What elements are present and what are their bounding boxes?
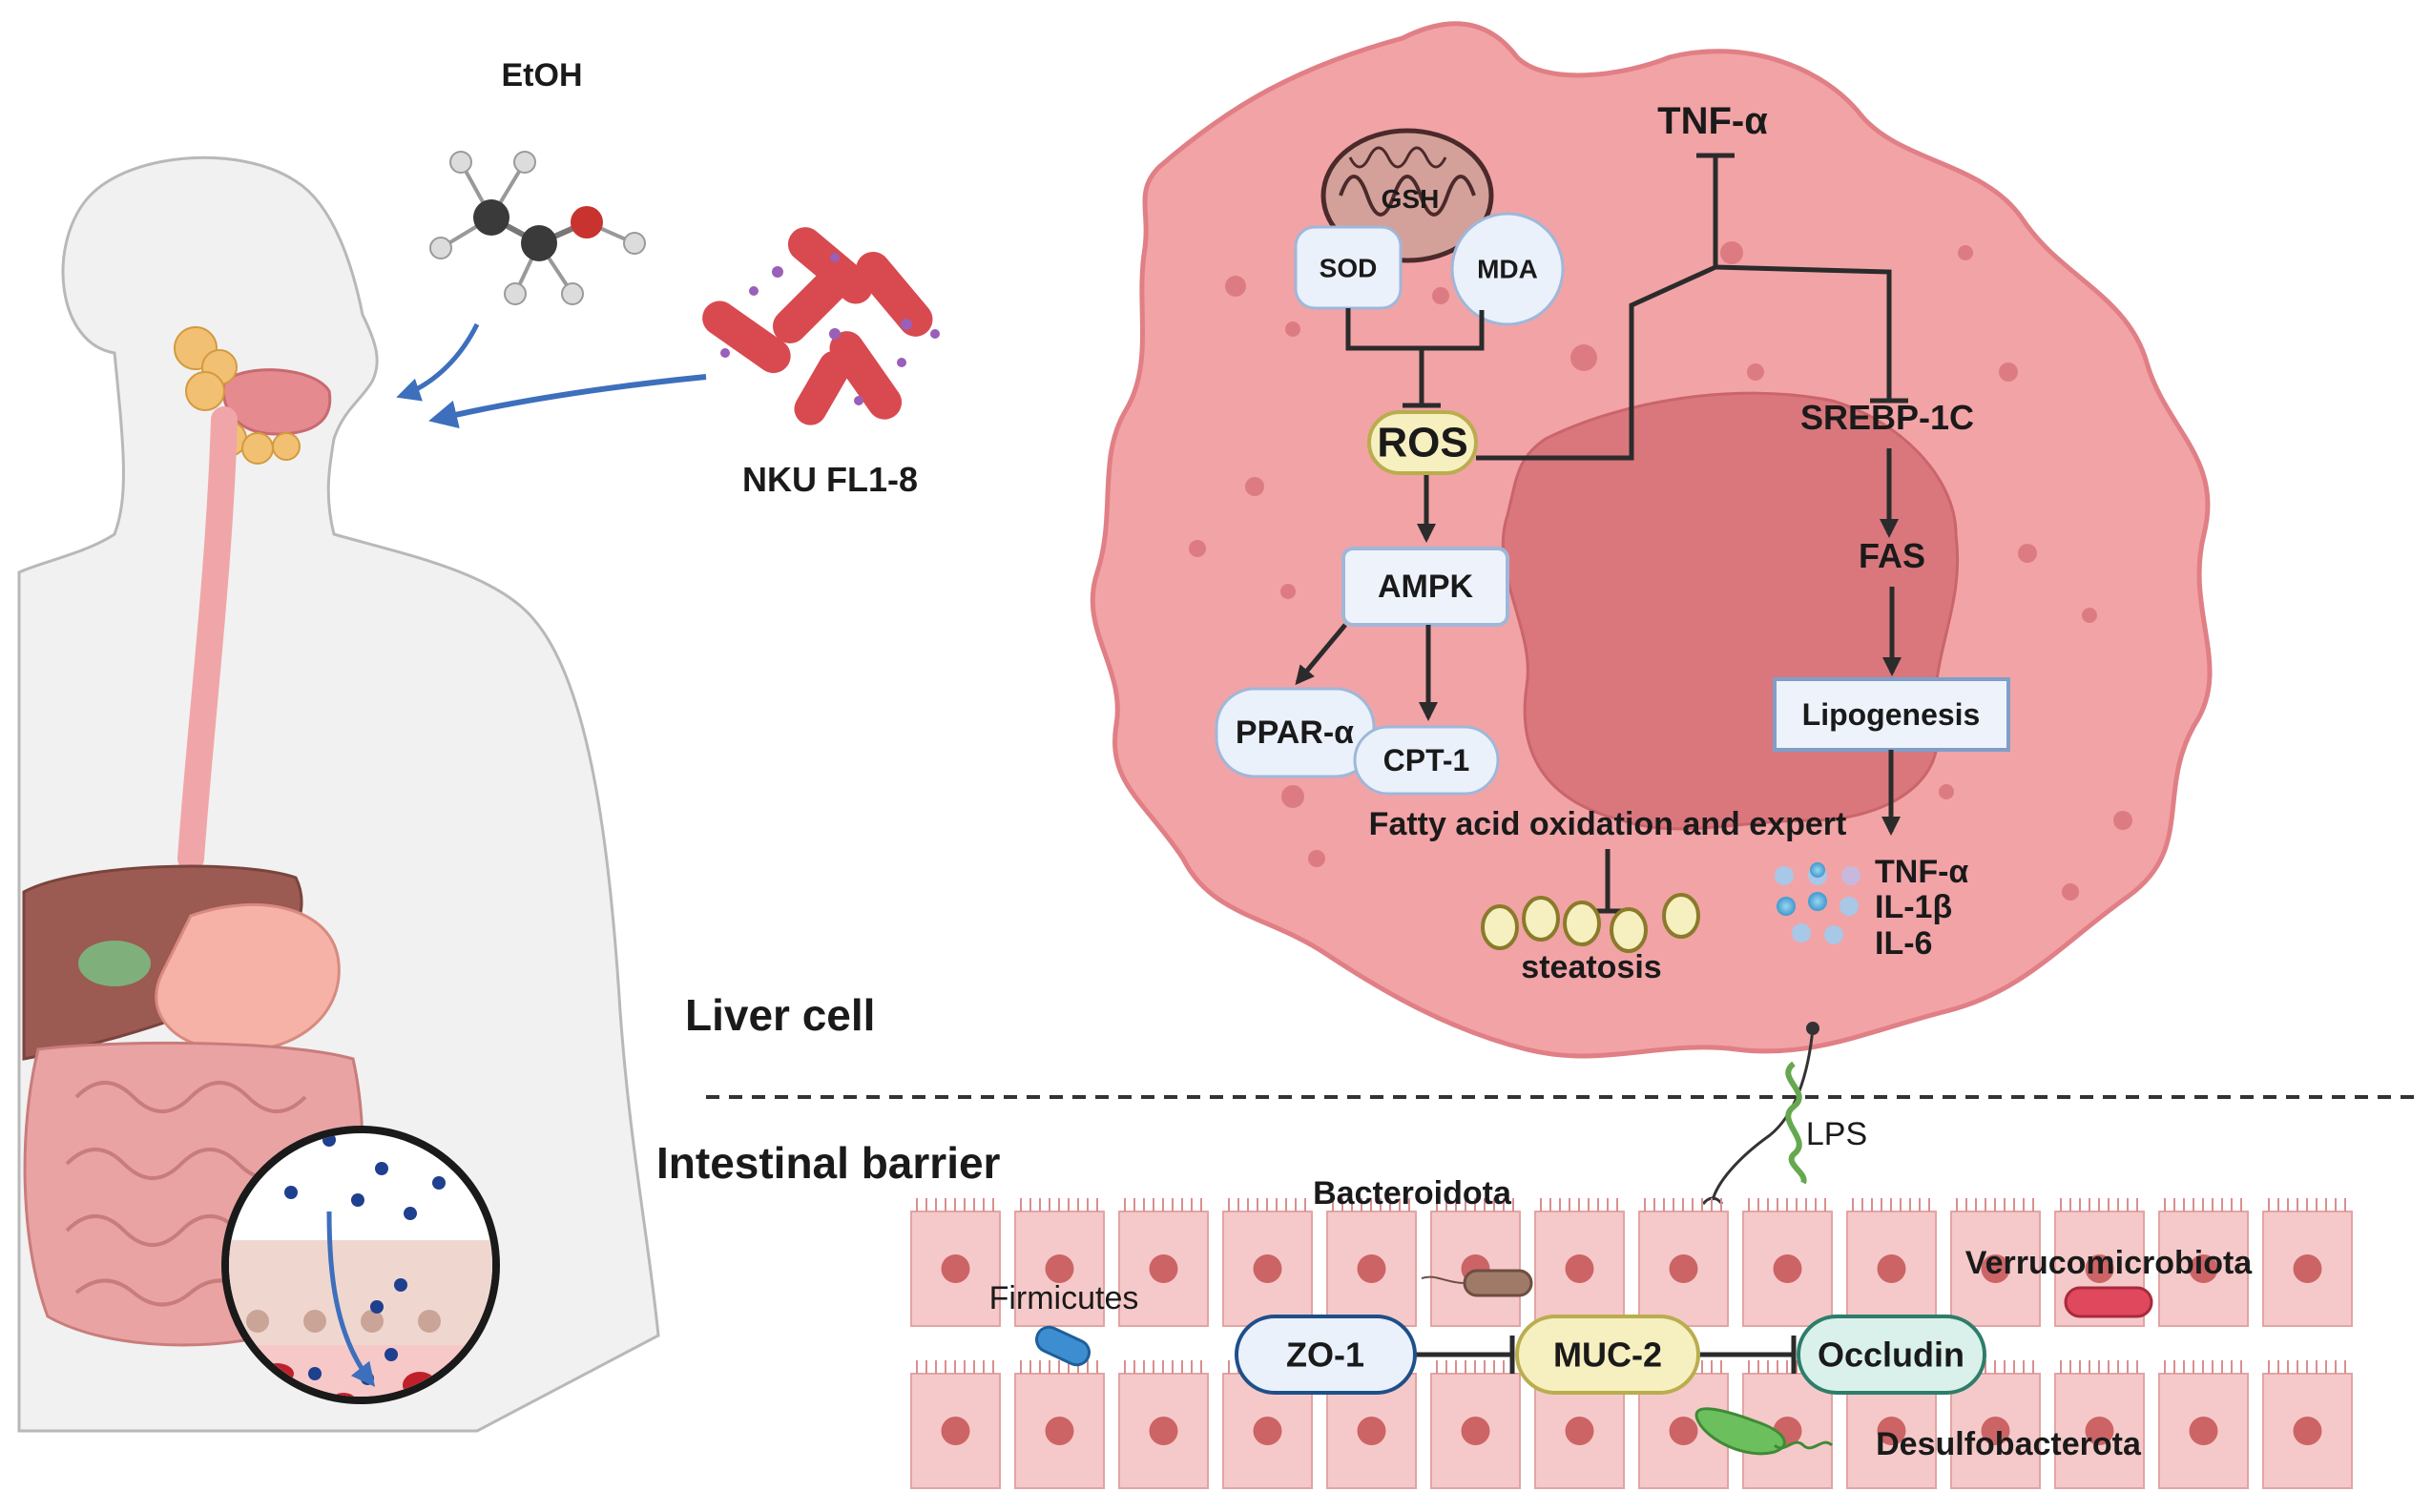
enterocyte-cell	[1326, 1198, 1417, 1327]
enterocyte-cell	[1014, 1360, 1105, 1489]
verrucomicrobiota-label: Verrucomicrobiota	[1965, 1245, 2254, 1281]
enterocyte-cell	[1014, 1198, 1105, 1327]
muc-2-pill	[1515, 1315, 1700, 1395]
mda-label: MDA	[1477, 255, 1538, 284]
tight-junction-chain	[1415, 1336, 1797, 1374]
ampk-label: AMPK	[1378, 569, 1474, 605]
tnf-alpha-inhibition-paths	[1476, 153, 1908, 461]
enterocyte-cell	[910, 1360, 1001, 1489]
enterocyte-cell	[1742, 1198, 1833, 1327]
bacteroidota-bacterium	[1421, 1269, 1533, 1297]
occludin-pill	[1797, 1315, 1986, 1395]
etoh-label: EtOH	[502, 57, 583, 93]
stomach	[155, 903, 341, 1052]
cytoplasm-granules	[1189, 241, 2132, 901]
occludin-label: Occludin	[1818, 1336, 1964, 1375]
zo-1-label: ZO-1	[1286, 1336, 1364, 1375]
cytokine-2-label: IL-1β	[1875, 889, 1952, 925]
salivary-glands	[174, 326, 301, 465]
human-body-illustration	[17, 155, 660, 1433]
probiotic-label: NKU FL1-8	[742, 460, 918, 499]
enterocyte-cell	[2262, 1360, 2353, 1489]
enterocyte-cell	[2158, 1360, 2249, 1489]
lipogenesis-label: Lipogenesis	[1802, 697, 1981, 732]
desulfobacterota-bacterium	[1694, 1407, 1834, 1456]
liver-cell-title: Liver cell	[685, 990, 875, 1040]
enterocyte-cell	[2262, 1198, 2353, 1327]
intestinal-barrier-title: Intestinal barrier	[656, 1138, 1001, 1188]
lps-receptor	[1701, 1022, 1819, 1206]
lipid-droplets	[1481, 893, 1700, 953]
cpt-1-pill	[1353, 725, 1500, 796]
sod-label: SOD	[1320, 254, 1378, 283]
enterocyte-cell	[1950, 1198, 2041, 1327]
fas-label: FAS	[1859, 536, 1925, 575]
srebp-label: SREBP-1C	[1800, 398, 1974, 437]
verrucomicrobiota-bacterium	[2064, 1286, 2153, 1318]
ethanol-molecule	[429, 151, 646, 305]
ppar-alpha-label: PPAR-α	[1236, 715, 1354, 751]
esophagus	[177, 406, 238, 872]
enterocyte-cell	[1846, 1198, 1937, 1327]
enterocyte-layer	[910, 1198, 2353, 1489]
enterocyte-cell	[1222, 1198, 1313, 1327]
mda-circle	[1450, 212, 1565, 326]
steatosis-label: steatosis	[1521, 949, 1661, 985]
lipogenesis-box	[1773, 677, 2010, 752]
enterocyte-cell	[1638, 1198, 1729, 1327]
fatty-acid-oxidation-label: Fatty acid oxidation and expert	[1369, 806, 1847, 842]
gsh-label: GSH	[1382, 184, 1440, 214]
bacteroidota-label: Bacteroidota	[1313, 1175, 1512, 1212]
firmicutes-label: Firmicutes	[989, 1280, 1139, 1316]
zo-1-pill	[1235, 1315, 1417, 1395]
cpt-1-label: CPT-1	[1383, 743, 1470, 777]
tnf-alpha-top-label: TNF-α	[1657, 100, 1768, 142]
enterocyte-cell	[2054, 1360, 2145, 1489]
cytokine-3-label: IL-6	[1875, 925, 1932, 962]
gallbladder	[78, 941, 151, 986]
enterocyte-cell	[1534, 1198, 1625, 1327]
probiotic-intake-arrow	[428, 374, 707, 429]
etoh-intake-arrow	[396, 322, 480, 402]
cytokine-1-label: TNF-α	[1875, 854, 1968, 890]
ros-pill	[1367, 410, 1478, 475]
ros-label: ROS	[1377, 420, 1467, 466]
enterocyte-cell	[1430, 1198, 1521, 1327]
desulfobacterota-label: Desulfobacterota	[1876, 1426, 2142, 1462]
ampk-to-ppar-arrow	[1295, 623, 1347, 686]
sod-mda-inhibits-ros	[1345, 308, 1485, 408]
enterocyte-cell	[1950, 1360, 2041, 1489]
firmicutes-bacterium	[1034, 1325, 1091, 1367]
cytokine-particles	[1775, 862, 1860, 944]
enterocyte-cell	[1118, 1360, 1209, 1489]
probiotic-bacteria	[702, 227, 940, 425]
enterocyte-cell	[2158, 1198, 2249, 1327]
enterocyte-cell	[1430, 1360, 1521, 1489]
lps-label: LPS	[1806, 1116, 1867, 1152]
muc-2-label: MUC-2	[1553, 1336, 1662, 1375]
ampk-box	[1341, 547, 1509, 627]
enterocyte-cell	[910, 1198, 1001, 1327]
enterocyte-cell	[1118, 1198, 1209, 1327]
